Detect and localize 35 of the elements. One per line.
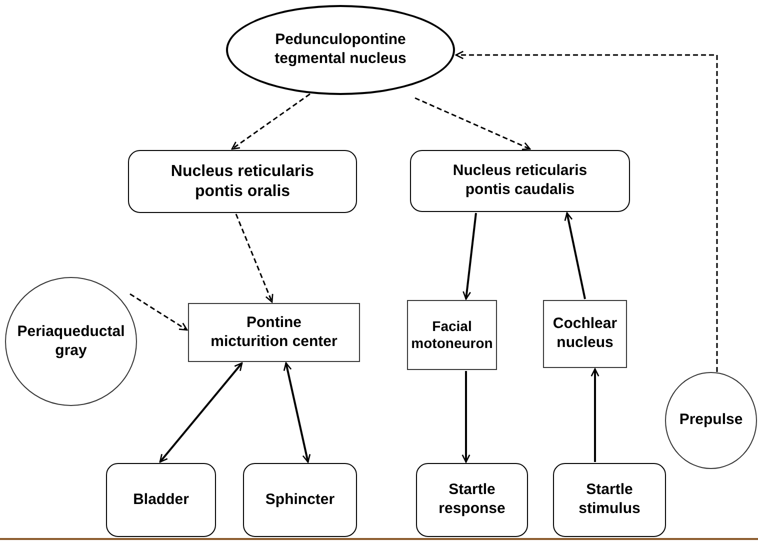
process-box bbox=[407, 300, 497, 370]
rounded-box bbox=[128, 150, 357, 213]
arrow bbox=[130, 293, 188, 331]
circle-node bbox=[665, 372, 757, 469]
node-label: Periaqueductal gray bbox=[16, 322, 126, 360]
rounded-box bbox=[416, 463, 528, 537]
node-label: Sphincter bbox=[265, 490, 335, 510]
ellipse-node bbox=[226, 5, 455, 95]
node-label: Startle response bbox=[438, 481, 506, 519]
rounded-box bbox=[106, 463, 216, 537]
arrow bbox=[564, 212, 586, 300]
process-box bbox=[543, 300, 627, 368]
arrow bbox=[283, 362, 311, 463]
node-label: Startle stimulus bbox=[578, 481, 642, 519]
node-label: Prepulse bbox=[679, 411, 743, 430]
node-label: Pedunculopontine tegmental nucleus bbox=[274, 31, 408, 69]
arrow bbox=[455, 50, 718, 372]
node-label: Pontine micturition center bbox=[210, 314, 338, 352]
arrow bbox=[462, 371, 470, 463]
node-label: Facial motoneuron bbox=[410, 318, 494, 352]
rounded-box bbox=[243, 463, 357, 537]
node-label: Nucleus reticularis pontis oralis bbox=[170, 162, 316, 202]
arrow bbox=[235, 214, 274, 303]
circle-node bbox=[5, 277, 137, 406]
arrow bbox=[231, 93, 310, 150]
arrow bbox=[590, 368, 600, 462]
arrow bbox=[462, 212, 477, 300]
node-label: Bladder bbox=[133, 490, 189, 510]
arrow bbox=[159, 362, 243, 463]
arrow bbox=[414, 97, 531, 150]
rounded-box bbox=[410, 150, 630, 212]
node-label: Nucleus reticularis pontis caudalis bbox=[452, 162, 588, 200]
node-label: Cochlear nucleus bbox=[552, 315, 618, 353]
process-box bbox=[188, 303, 360, 362]
rounded-box bbox=[553, 463, 666, 537]
